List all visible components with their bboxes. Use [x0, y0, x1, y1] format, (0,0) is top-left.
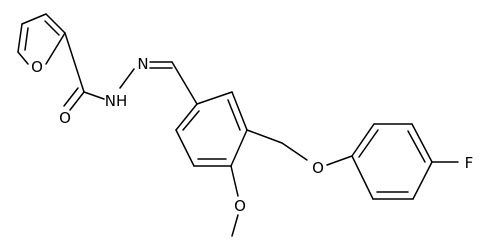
carbonyl-oxygen-label: O: [59, 109, 71, 127]
bond-ch-ring: [171, 61, 198, 105]
hydrazide-chain: [63, 32, 198, 111]
furan-oxygen-label: O: [31, 58, 43, 76]
ring1-bond-c2-c3: [231, 91, 248, 131]
furan-bond-o-c2: [45, 32, 66, 65]
ring2-bond-c3-c4-inner: [407, 130, 426, 163]
furan-bond-c4-c5-inner: [24, 27, 29, 51]
ether-oxygen-label: O: [312, 159, 324, 177]
benzyl-ether-linker: [246, 129, 353, 166]
furan-bond-c3-c4: [21, 13, 47, 25]
ring1-bond-c5-c6: [175, 129, 195, 167]
ring2-bond-c3-c4: [411, 123, 433, 163]
ring2-bond-c6-c1: [351, 155, 374, 200]
ring2-bond-c1-c2: [351, 123, 375, 157]
methoxy-oxygen-label: O: [234, 197, 246, 215]
ring2-bond-c4-c5: [412, 161, 433, 200]
fluorophenyl-ring: [351, 123, 459, 200]
furan-ring: [17, 13, 66, 65]
methoxy-group: [230, 165, 239, 237]
atom-labels: O O NH N O O F: [31, 55, 473, 215]
fluorine-label: F: [465, 154, 474, 172]
furan-bond-c2-c3: [45, 13, 66, 34]
bond-methoxy-o-ch3: [231, 214, 239, 237]
amide-nh-label: NH: [105, 92, 128, 110]
ring1-bond-c3-c4: [230, 129, 248, 167]
bond-carbonyl-o-a: [69, 91, 85, 111]
central-benzene-ring: [175, 91, 248, 167]
bond-ring-ch2: [246, 129, 283, 144]
ring1-bond-c6-c1: [175, 103, 198, 131]
ring1-bond-c1-c2: [196, 91, 233, 105]
bond-nh-n: [119, 68, 135, 89]
ring2-bond-c1-c2-inner: [358, 129, 379, 158]
hydrazone-nitrogen-label: N: [137, 55, 148, 73]
furan-bond-c5-o: [17, 51, 29, 65]
bond-ring-methoxy-o: [230, 165, 239, 197]
ring1-bond-c2-c3-inner: [227, 99, 241, 131]
bond-carbonyl-o-b: [63, 87, 79, 107]
bond-ch2-o: [281, 142, 308, 161]
bond-furan-carbonyl: [64, 32, 85, 93]
furan-bond-c2-c3-inner: [44, 20, 60, 36]
bond-carbonyl-nh: [83, 91, 105, 100]
ring1-bond-c6-c1-inner: [182, 110, 200, 131]
furan-bond-c4-c5: [17, 23, 23, 53]
bond-o-aryl: [326, 155, 353, 166]
